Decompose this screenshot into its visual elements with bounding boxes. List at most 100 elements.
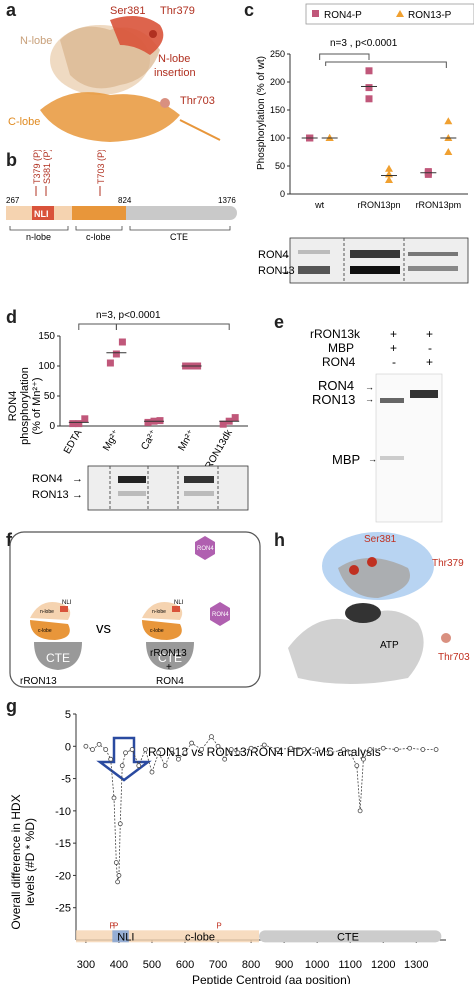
e-band-1 — [380, 398, 404, 403]
label-thr703: Thr703 — [180, 95, 215, 107]
d-xtick-label: Mn²⁺ — [176, 428, 197, 453]
g-ytick-label: -25 — [55, 903, 71, 915]
g-point — [275, 747, 280, 752]
e-arrow-1: → — [365, 382, 374, 392]
g-point — [156, 750, 161, 756]
ylabel-d-1: RON4 — [7, 391, 19, 422]
g-point — [261, 742, 267, 748]
g-point — [367, 747, 373, 752]
label-t703: T703 (P) — [96, 150, 106, 184]
g-domain-nli — [112, 930, 129, 943]
e-row-0-val-0: + — [390, 327, 397, 341]
legend-ron4-marker — [312, 10, 319, 17]
d-point — [81, 415, 89, 423]
c-ytick-label: 150 — [270, 105, 285, 115]
g-point — [136, 763, 142, 769]
c-ytick-label: 100 — [270, 133, 285, 143]
label-s381: S381 (P) — [42, 150, 52, 184]
protein-ribbon-illustration — [40, 16, 221, 142]
f-ron4-hex-2: RON4 — [212, 612, 229, 618]
label-ser381: Ser381 — [110, 5, 145, 17]
g-xtick-label: 1200 — [371, 959, 395, 971]
g-point — [123, 750, 128, 756]
g-xtick-label: 800 — [242, 959, 260, 971]
d-ytick-label: 50 — [44, 391, 56, 402]
e-row-label-2: RON4 — [322, 355, 356, 369]
g-point — [96, 741, 102, 747]
g-ytick-label: -10 — [55, 806, 71, 818]
g-ytick-label: -20 — [55, 870, 71, 882]
h-label-thr703: Thr703 — [438, 652, 470, 663]
g-point — [83, 743, 89, 749]
g-point — [314, 747, 320, 752]
g-ylabel-2: levels (#D * %D) — [23, 818, 37, 906]
c-point-ron13 — [444, 148, 453, 155]
e-band-label-mbp: MBP — [332, 452, 360, 467]
c-bracket-1 — [319, 53, 370, 60]
e-band-2 — [410, 390, 438, 398]
gel-c-arrow-2: → — [280, 265, 291, 277]
label-n-lobe: N-lobe — [20, 35, 52, 47]
g-point — [327, 750, 333, 756]
h-label-thr379: Thr379 — [432, 558, 464, 569]
d-bracket-1 — [78, 323, 117, 330]
c-point-ron13 — [444, 117, 453, 125]
panel-d-chart: n=3, p<0.0001 RON4 phosphorylation (% of… — [7, 310, 249, 511]
label-n-lobe-insertion-1: N-lobe — [158, 53, 190, 65]
d-point — [144, 418, 152, 426]
g-point — [235, 750, 241, 756]
gel-d-ron4: RON4 — [32, 473, 63, 485]
g-point — [113, 860, 119, 865]
f-left-n-lobe: n-lobe — [40, 609, 54, 615]
g-phospho-marker: P — [216, 921, 221, 930]
g-point — [182, 750, 188, 756]
label-n-lobe-insertion-2: insertion — [154, 67, 196, 79]
g-point — [129, 747, 135, 752]
c-xtick-label: wt — [314, 200, 324, 210]
e-arrow-2: → — [365, 394, 374, 404]
g-point — [119, 763, 125, 769]
g-point — [199, 747, 204, 752]
panel-letter-f: f — [6, 530, 12, 550]
d-point — [106, 359, 114, 367]
f-right-caption-1: rRON13 — [150, 648, 187, 659]
e-row-label-1: MBP — [328, 341, 354, 355]
g-point — [361, 756, 366, 762]
g-point — [248, 745, 254, 751]
g-xtick-label: 1300 — [404, 959, 428, 971]
h-label-ser381: Ser381 — [364, 534, 397, 545]
g-point — [108, 756, 114, 762]
g-domain-cte — [259, 930, 442, 943]
panel-h-structure: Ser381 Thr379 ATP Thr703 — [288, 532, 470, 684]
g-ytick-label: -5 — [61, 774, 71, 786]
pos-824: 824 — [118, 196, 132, 205]
c-point-ron4 — [424, 168, 432, 176]
f-right-caption-3: RON4 — [156, 676, 184, 687]
c-ytick-label: 50 — [275, 161, 285, 171]
panel-g-chart: RON13 vs RON13/RON4 HDX-MS analysis Over… — [9, 709, 446, 984]
d-ytick-label: 100 — [38, 361, 55, 372]
g-xtick-label: 400 — [110, 959, 128, 971]
g-point — [222, 756, 228, 762]
g-point — [354, 763, 360, 769]
f-ron4-hex-1: RON4 — [197, 546, 214, 552]
g-title: RON13 vs RON13/RON4 HDX-MS analysis — [148, 745, 381, 759]
h-label-atp: ATP — [380, 640, 399, 651]
ylabel-d-3: (% of Mn²⁺) — [31, 377, 43, 434]
e-row-2-val-0: - — [392, 355, 396, 369]
d-xtick-label: Ca²⁺ — [139, 428, 159, 452]
nli-label: NLI — [34, 209, 49, 219]
gel-c-arrow-1: → — [280, 249, 291, 261]
d-point — [75, 420, 83, 428]
g-point — [189, 740, 195, 746]
ylabel-c: Phosphorylation (% of wt) — [256, 56, 267, 170]
g-point — [115, 879, 121, 885]
panel-b-domains: T379 (P) S381 (P) T703 (P) 267 824 1376 … — [6, 150, 237, 240]
domain-cte: CTE — [170, 232, 188, 240]
g-xtick-label: 1000 — [305, 959, 329, 971]
g-domain-nli-label: NLI — [117, 931, 134, 943]
d-xtick-label: Mg²⁺ — [101, 428, 122, 453]
f-right-n-lobe: n-lobe — [152, 609, 166, 615]
e-arrow-3: → — [368, 454, 377, 464]
d-point — [112, 350, 120, 358]
